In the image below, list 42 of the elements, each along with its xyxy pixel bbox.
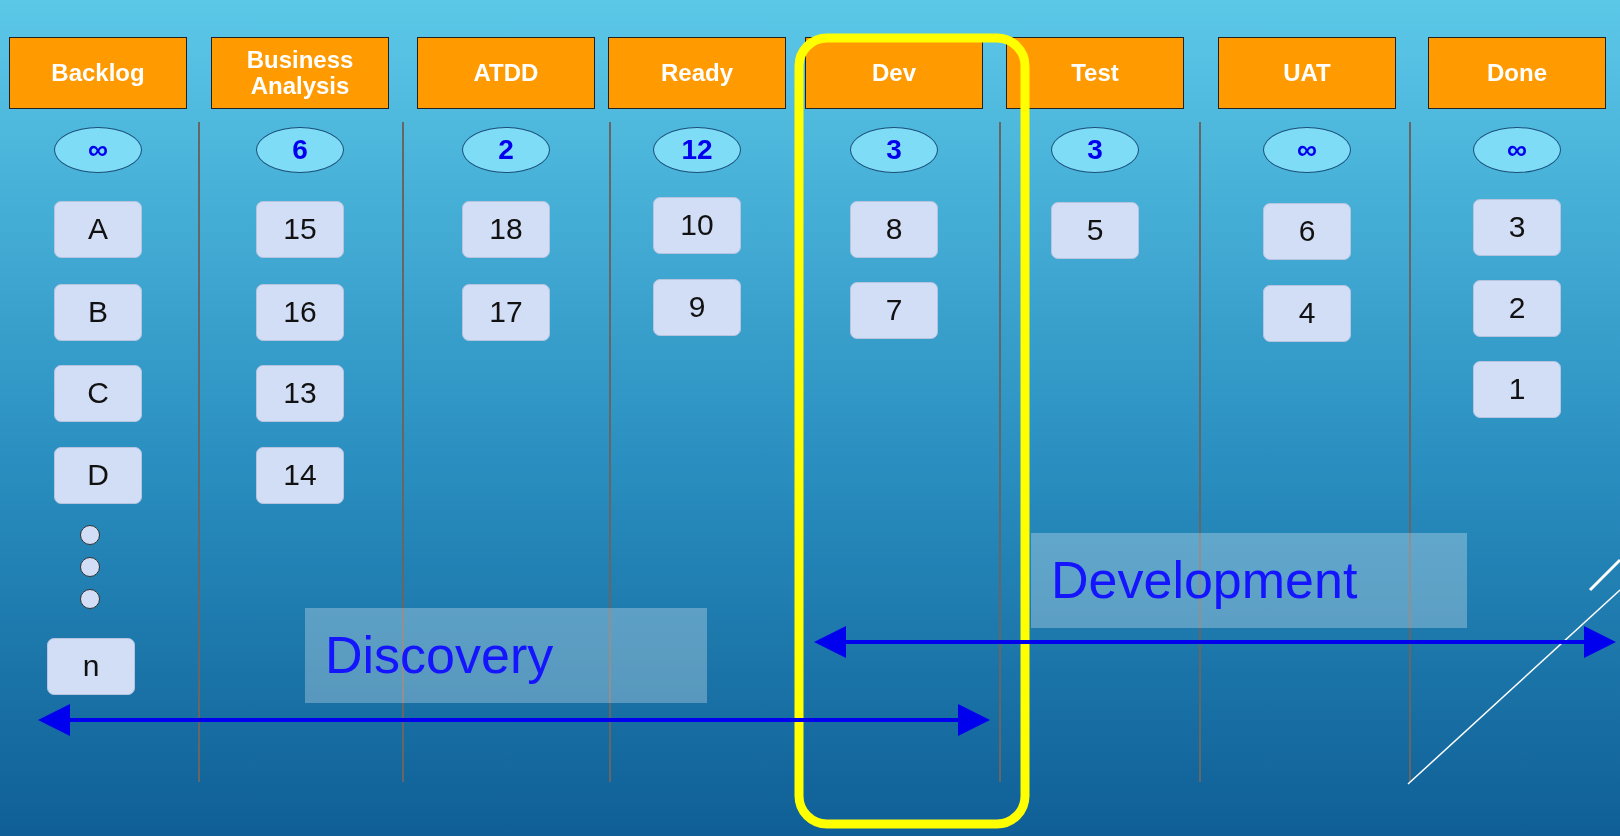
task-card: C	[54, 364, 142, 422]
wip-limit-oval: 3	[850, 127, 938, 173]
phase-label-panel: Development	[1031, 532, 1467, 628]
column-header: UAT	[1218, 37, 1396, 109]
wip-limit-oval: ∞	[1263, 127, 1351, 173]
task-card: 6	[1263, 202, 1351, 260]
wip-limit-oval: 12	[653, 127, 741, 173]
task-card: 14	[256, 446, 344, 504]
column-header: Backlog	[9, 37, 187, 109]
task-card: 15	[256, 200, 344, 258]
column-header: Ready	[608, 37, 786, 109]
ellipsis-dot	[80, 525, 100, 545]
wip-limit-oval: 6	[256, 127, 344, 173]
wip-limit-oval: ∞	[1473, 127, 1561, 173]
task-card: 9	[653, 278, 741, 336]
task-card: 10	[653, 196, 741, 254]
wip-limit-oval: 3	[1051, 127, 1139, 173]
phase-label-panel: Discovery	[305, 607, 707, 703]
task-card: 8	[850, 200, 938, 258]
column-header: Done	[1428, 37, 1606, 109]
task-card: 4	[1263, 284, 1351, 342]
ellipsis-dot	[80, 589, 100, 609]
task-card: A	[54, 200, 142, 258]
task-card: n	[47, 637, 135, 695]
column-header: Business Analysis	[211, 37, 389, 109]
task-card: 17	[462, 283, 550, 341]
wip-limit-oval: 2	[462, 127, 550, 173]
column-header: Dev	[805, 37, 983, 109]
ellipsis-dot	[80, 557, 100, 577]
wip-limit-oval: ∞	[54, 127, 142, 173]
task-card: 5	[1051, 201, 1139, 259]
task-card: 1	[1473, 360, 1561, 418]
task-card: 3	[1473, 198, 1561, 256]
task-card: 16	[256, 283, 344, 341]
task-card: D	[54, 446, 142, 504]
task-card: 2	[1473, 279, 1561, 337]
task-card: B	[54, 283, 142, 341]
task-card: 13	[256, 364, 344, 422]
column-header: ATDD	[417, 37, 595, 109]
task-card: 7	[850, 281, 938, 339]
task-card: 18	[462, 200, 550, 258]
column-header: Test	[1006, 37, 1184, 109]
